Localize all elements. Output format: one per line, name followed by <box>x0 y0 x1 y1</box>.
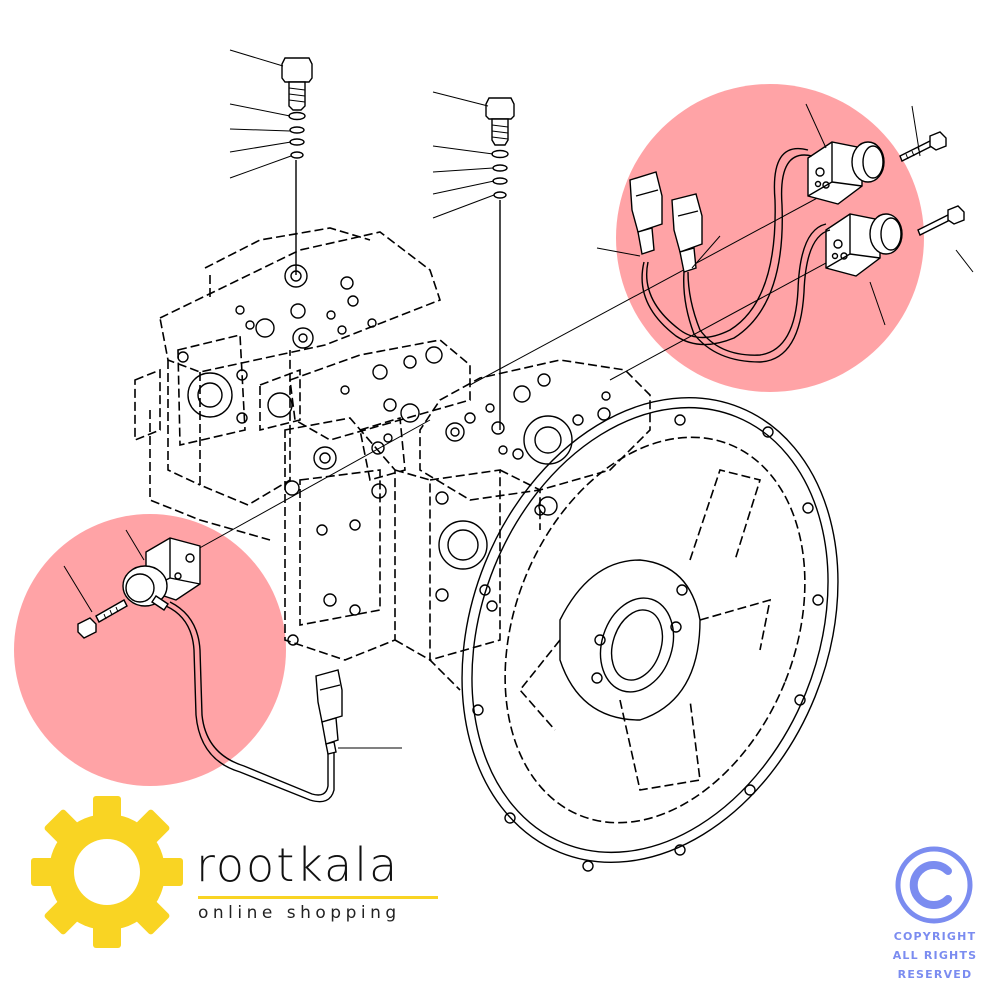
pump-body-right <box>394 359 651 691</box>
flywheel-bolt-holes <box>472 414 824 872</box>
pressure-sensor <box>63 419 431 803</box>
copyright-line-2: ALL RIGHTS <box>892 949 978 962</box>
brand-tagline: online shopping <box>198 903 401 923</box>
flywheel-housing <box>461 397 839 872</box>
brand-name: rootkala <box>196 838 400 892</box>
pump-body-middle <box>284 339 471 661</box>
highlight-circle-sensor <box>14 514 286 786</box>
fitting-stack-left <box>229 49 313 275</box>
gear-icon <box>31 796 183 948</box>
brand-underline <box>198 896 438 899</box>
solenoid-valve-pair <box>469 103 974 386</box>
copyright-line-1: COPYRIGHT <box>893 930 977 943</box>
fitting-stack-right <box>432 91 515 430</box>
copyright-line-3: RESERVED <box>897 968 973 981</box>
pump-body-left <box>134 227 441 541</box>
copyright-icon <box>895 846 973 924</box>
